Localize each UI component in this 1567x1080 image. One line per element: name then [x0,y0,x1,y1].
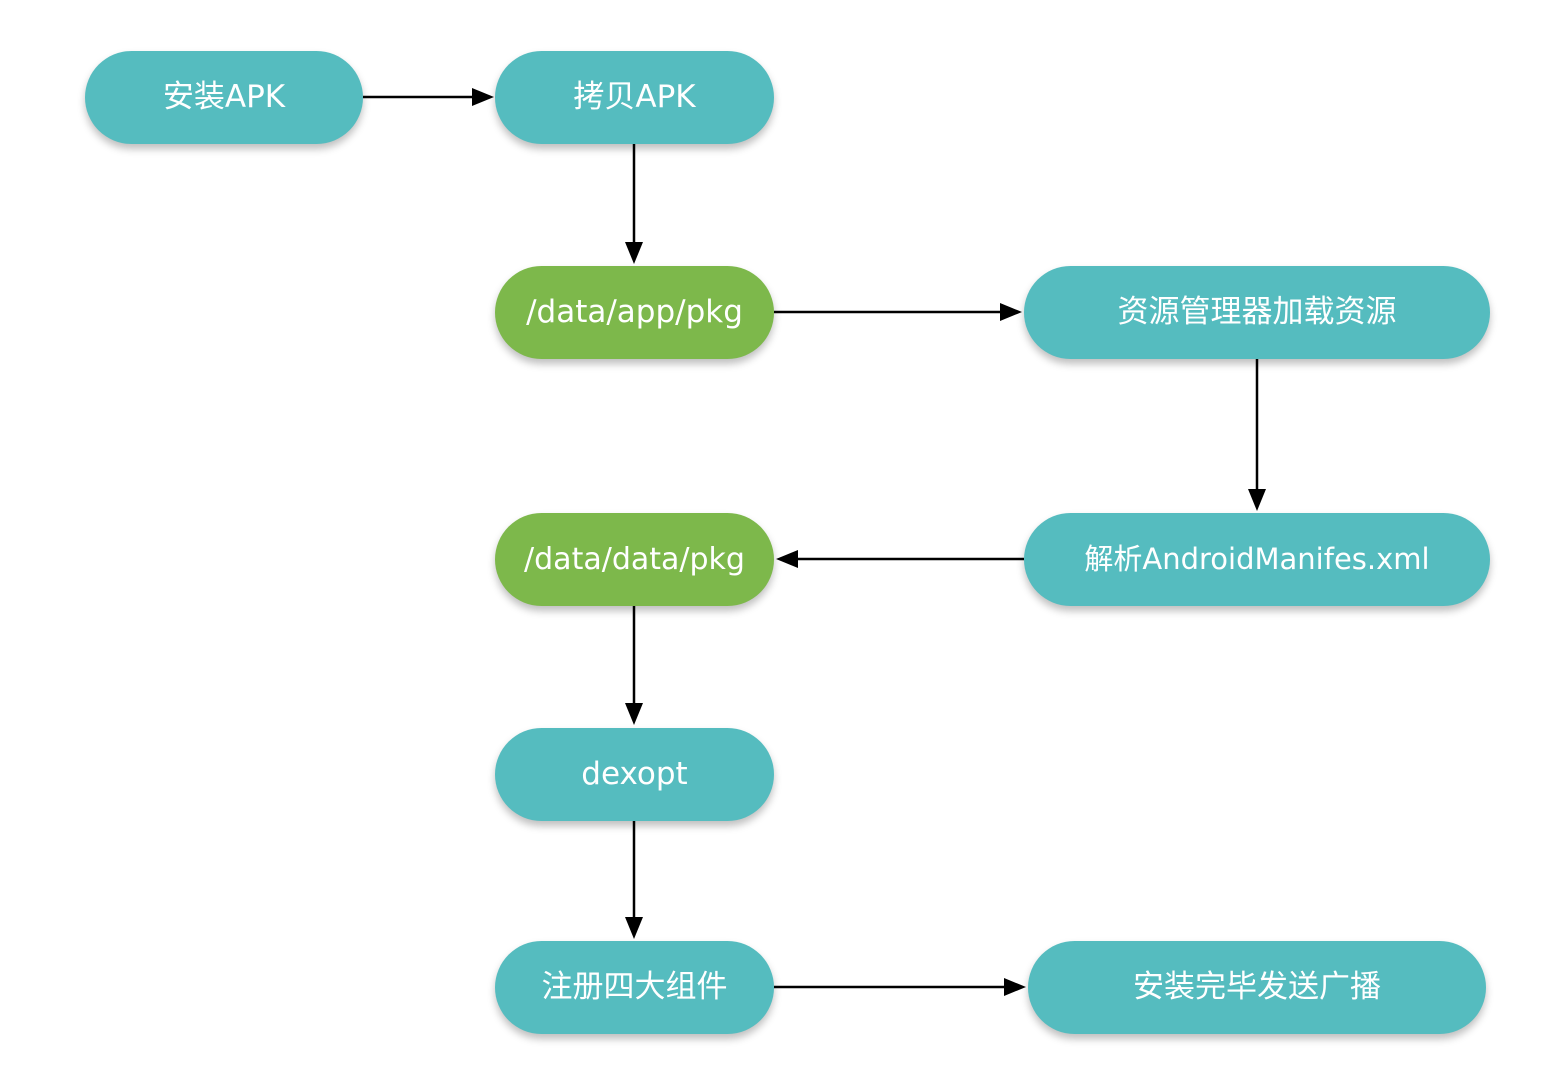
node-data-data-pkg-label: /data/data/pkg [524,541,745,577]
node-parse-manifest: 解析AndroidManifes.xml [1024,513,1490,606]
node-data-app-pkg-label: /data/app/pkg [526,294,743,330]
node-copy-apk: 拷贝APK [495,51,774,144]
node-install-complete-label: 安装完毕发送广播 [1133,969,1381,1005]
node-register-components: 注册四大组件 [495,941,774,1034]
node-copy-apk-label: 拷贝APK [573,79,696,115]
node-dexopt: dexopt [495,728,774,821]
node-data-app-pkg: /data/app/pkg [495,266,774,359]
edge-resource-manager-to-manifest [1248,359,1266,511]
edge-copy-to-data-app [625,144,643,264]
node-install-complete: 安装完毕发送广播 [1028,941,1486,1034]
node-install-apk-label: 安装APK [162,79,286,115]
edge-data-app-to-resource-manager [774,303,1022,321]
edge-install-to-copy [363,88,494,106]
node-register-components-label: 注册四大组件 [541,969,728,1005]
node-dexopt-label: dexopt [581,756,688,792]
edge-register-to-complete [774,978,1026,996]
node-install-apk: 安装APK [85,51,363,144]
edge-dexopt-to-register [625,821,643,939]
node-resource-manager: 资源管理器加载资源 [1024,266,1490,359]
node-resource-manager-label: 资源管理器加载资源 [1117,294,1397,330]
edge-data-data-to-dexopt [625,606,643,725]
node-parse-manifest-label: 解析AndroidManifes.xml [1084,542,1430,576]
node-data-data-pkg: /data/data/pkg [495,513,774,606]
edge-manifest-to-data-data [776,550,1024,568]
